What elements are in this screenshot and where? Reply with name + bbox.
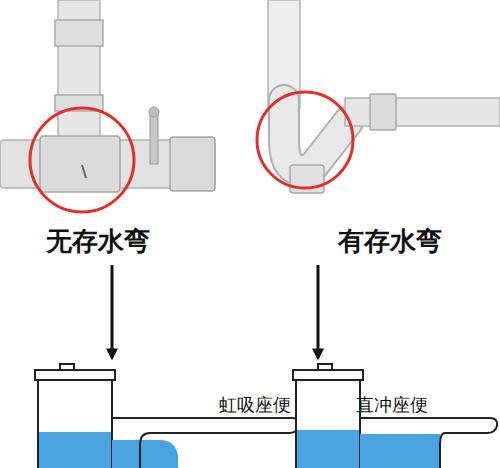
siphon-toilet: 虹吸座便: [30, 362, 300, 468]
section-heading: 有存水弯: [290, 226, 490, 257]
highlight-circle: [257, 92, 353, 188]
bowl-water: [360, 434, 440, 468]
highlight-circle: [30, 108, 134, 212]
pipe-coupling: [170, 137, 215, 191]
pipe-coupling: [55, 20, 103, 46]
pipe-cap: [149, 107, 159, 117]
tank-lid: [293, 370, 363, 380]
joint-mark: [82, 165, 86, 178]
pipe-photo-right: [257, 0, 500, 193]
tank-water: [39, 432, 111, 468]
trap-bend: [284, 100, 348, 170]
toilet-tank: [38, 380, 112, 468]
pipe-with-trap: 有存水弯: [255, 0, 500, 262]
tee-fitting: [40, 136, 120, 192]
pipe-photo-left: [0, 0, 215, 212]
flow-arrow: [317, 265, 320, 358]
pipe-without-trap: 无存水弯: [0, 0, 215, 262]
trap-outline: [284, 100, 348, 170]
section-heading: 无存水弯: [0, 226, 195, 257]
toilet-label: 直冲座便: [342, 394, 442, 416]
tank-water: [297, 430, 359, 468]
bowl-water: [112, 440, 178, 468]
bowl-outline: [360, 418, 497, 468]
small-pipe: [150, 112, 158, 164]
toilet-right: [293, 364, 497, 468]
toilet-left: [35, 364, 299, 468]
toilet-label: 虹吸座便: [205, 394, 305, 416]
bowl-outline: [112, 418, 299, 468]
horizontal-pipe: [345, 98, 500, 126]
pipe-coupling: [370, 94, 396, 130]
washdown-toilet: 直冲座便: [290, 362, 500, 468]
tank-lid: [35, 370, 115, 380]
toilet-tank: [296, 380, 360, 468]
flow-arrow: [111, 265, 114, 358]
